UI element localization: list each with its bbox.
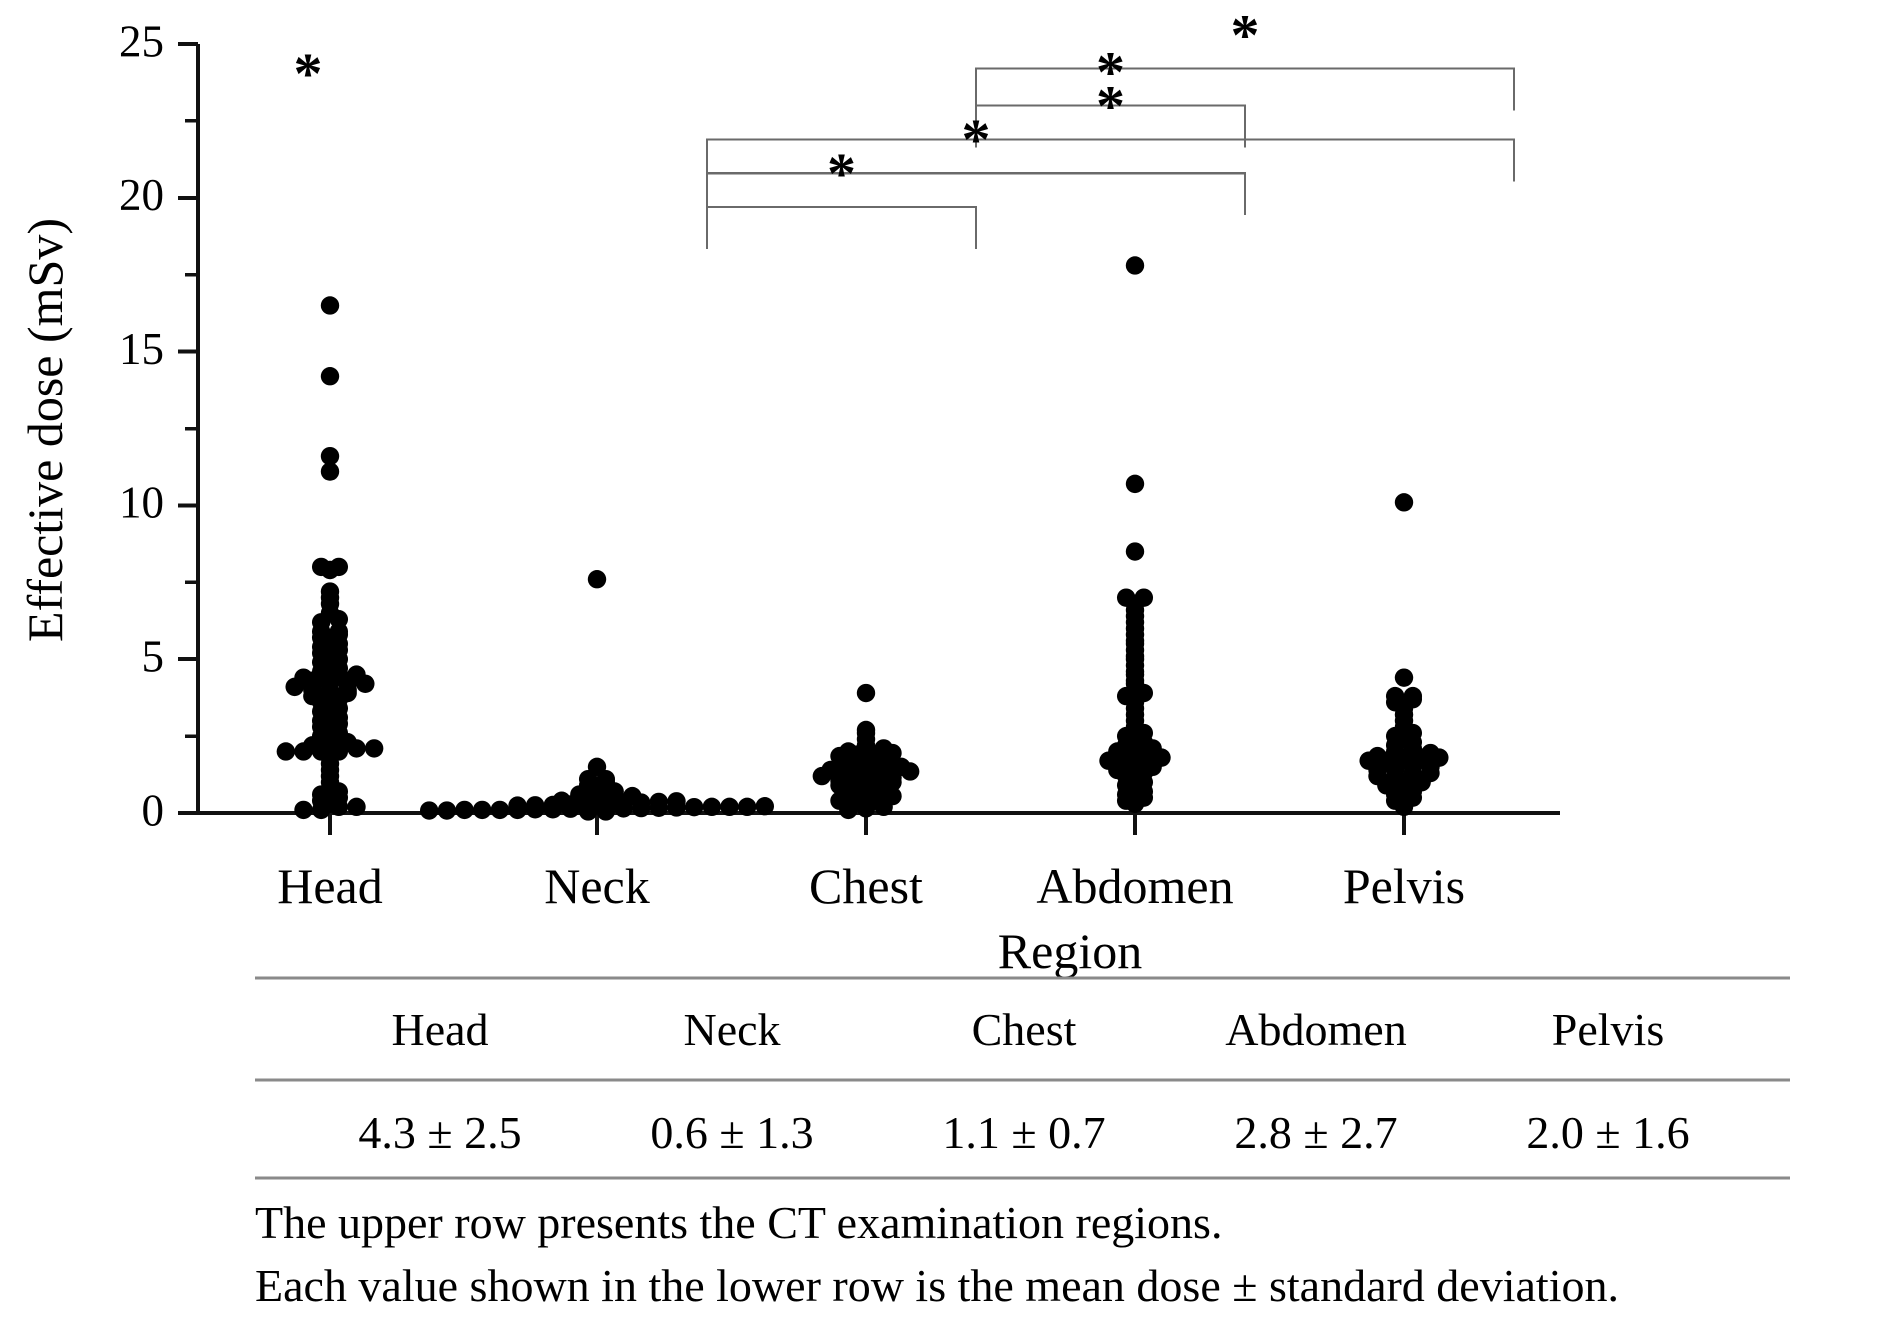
data-point — [455, 800, 474, 820]
x-axis-category-label: Neck — [544, 858, 650, 914]
y-tick-label: 15 — [119, 324, 164, 374]
x-axis-category-label: Head — [277, 858, 383, 914]
y-tick-label: 0 — [142, 785, 165, 835]
x-axis-category-label: Abdomen — [1036, 858, 1233, 914]
bracket-path — [974, 67, 1516, 111]
significance-star: * — [1096, 73, 1125, 138]
data-point — [294, 800, 313, 820]
data-point — [364, 739, 384, 758]
significance-brackets-group: ***** — [705, 3, 1516, 250]
summary-table: Head Neck Chest Abdomen Pelvis 4.3 ± 2.5 0.6 ±… — [255, 976, 1790, 1180]
data-point — [276, 742, 296, 761]
data-point — [320, 462, 340, 481]
significance-bracket: * — [974, 3, 1516, 111]
data-point — [311, 557, 331, 577]
data-point — [472, 800, 492, 820]
axes-group — [196, 44, 1560, 815]
bracket-path — [974, 104, 1247, 148]
x-axis-category-label: Chest — [809, 858, 923, 914]
data-point — [755, 797, 775, 816]
data-point — [320, 296, 340, 315]
table-header-cell: Neck — [683, 1004, 780, 1055]
footnote-line: The upper row presents the CT examinatio… — [255, 1197, 1222, 1248]
significance-bracket: * — [974, 40, 1247, 148]
data-point — [587, 570, 607, 589]
data-point — [329, 557, 349, 577]
bracket-path — [705, 172, 1247, 216]
data-point — [839, 742, 858, 761]
table-value-cell: 1.1 ± 0.7 — [942, 1107, 1105, 1158]
table-value-cell: 2.0 ± 1.6 — [1526, 1107, 1689, 1158]
data-point — [490, 800, 510, 820]
data-point — [437, 801, 457, 820]
y-tick-label: 25 — [119, 16, 164, 66]
data-point — [419, 801, 439, 820]
data-point — [1116, 588, 1136, 607]
table-value-cell: 0.6 ± 1.3 — [650, 1107, 813, 1158]
data-point — [1394, 668, 1414, 687]
significance-star: * — [1096, 40, 1125, 105]
significance-bracket: * — [705, 73, 1516, 182]
data-point — [856, 683, 876, 703]
x-axis-category-label: Pelvis — [1343, 858, 1465, 914]
significance-bracket: * — [705, 141, 978, 250]
data-point — [1125, 474, 1145, 494]
axis-titles-group: Region Effective dose (mSv) — [17, 218, 1142, 979]
data-point — [1403, 686, 1423, 706]
bracket-path — [705, 205, 978, 250]
data-point — [320, 582, 340, 601]
x-axis-title: Region — [998, 923, 1142, 979]
data-point — [347, 797, 366, 817]
y-axis-tick-labels: 0 5 10 15 20 25 — [119, 16, 164, 835]
y-axis-title: Effective dose (mSv) — [17, 218, 73, 642]
y-axis-ticks — [178, 42, 1406, 835]
data-point — [1394, 493, 1414, 512]
data-point — [667, 792, 686, 811]
data-point — [702, 797, 722, 817]
table-header-cell: Abdomen — [1225, 1004, 1406, 1055]
data-point — [1368, 746, 1387, 766]
significance-star: * — [1231, 3, 1260, 68]
table-header-cell: Head — [391, 1004, 488, 1055]
significance-bracket: * — [705, 107, 1247, 216]
annotations-group: * — [294, 41, 323, 106]
y-tick-label: 5 — [142, 632, 165, 682]
data-point — [525, 796, 545, 815]
table-value-cell: 2.8 ± 2.7 — [1234, 1107, 1397, 1158]
outlier-star: * — [294, 41, 323, 106]
significance-star: * — [962, 107, 991, 172]
table-value-cell: 4.3 ± 2.5 — [358, 1107, 521, 1158]
table-header-cell: Chest — [972, 1004, 1077, 1055]
data-point — [720, 797, 739, 817]
significance-star: * — [827, 141, 856, 206]
data-point — [1385, 686, 1405, 706]
data-point — [684, 797, 704, 817]
data-point — [623, 786, 642, 806]
data-point — [508, 796, 527, 815]
data-point — [552, 791, 571, 810]
data-point — [737, 797, 757, 817]
data-point — [320, 446, 340, 466]
data-point — [649, 792, 669, 812]
x-axis-category-labels: Head Neck Chest Abdomen Pelvis — [277, 858, 1465, 914]
data-point — [1421, 743, 1440, 763]
bracket-path — [705, 138, 1516, 182]
y-tick-label: 10 — [119, 478, 164, 528]
table-header-cell: Pelvis — [1552, 1004, 1664, 1055]
footnotes-group: The upper row presents the CT examinatio… — [255, 1197, 1619, 1311]
data-point — [294, 668, 313, 687]
data-point — [874, 739, 893, 758]
data-point — [1125, 256, 1145, 275]
data-point — [320, 367, 340, 386]
data-point — [347, 665, 366, 684]
data-point — [1134, 588, 1154, 607]
data-point — [1125, 542, 1145, 561]
footnote-line: Each value shown in the lower row is the… — [255, 1260, 1619, 1311]
y-tick-label: 20 — [119, 170, 164, 220]
data-point — [856, 720, 876, 740]
data-point — [587, 757, 607, 777]
data-points-group — [276, 256, 1449, 821]
